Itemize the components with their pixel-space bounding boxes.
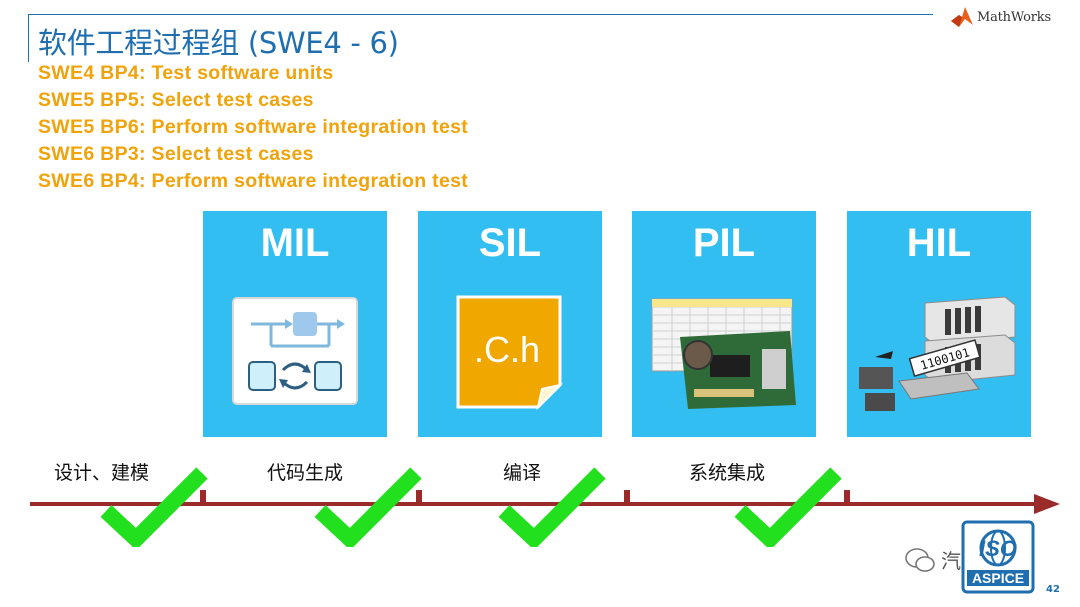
stage-label: SIL [478, 221, 542, 265]
hil-test-rack-icon: 1100101 [859, 296, 1016, 411]
check-mark-icon [498, 467, 606, 547]
timeline-arrow [30, 490, 1060, 514]
header-rule [28, 14, 933, 15]
wechat-icon [905, 547, 935, 572]
logo-text: MathWorks [977, 9, 1051, 25]
stage-pil-card: PIL [632, 211, 816, 437]
stage-mil-card: MIL [203, 211, 387, 437]
phase-label-compile: 编译 [503, 462, 542, 484]
check-mark-icon [100, 467, 208, 547]
iso-aspice-badge: ISO ASPICE [961, 520, 1035, 594]
mathworks-logo: MathWorks [951, 6, 1051, 28]
base-practice-list: SWE4 BP4: Test software units SWE5 BP5: … [38, 60, 468, 195]
slide-title: 软件工程过程组 (SWE4 - 6) [38, 26, 399, 60]
processor-board-icon [651, 298, 796, 409]
check-mark-icon [314, 467, 422, 547]
model-block-diagram-icon [232, 297, 358, 405]
phase-label-integration: 系统集成 [689, 462, 766, 484]
membrane-logo-icon [951, 7, 973, 27]
header-left-rule [28, 14, 29, 62]
base-practice-item: SWE4 BP4: Test software units [38, 62, 334, 84]
stage-hil-card: HIL 1100101 [847, 211, 1031, 437]
base-practice-item: SWE6 BP3: Select test cases [38, 143, 314, 165]
base-practice-item: SWE5 BP5: Select test cases [38, 89, 314, 111]
phase-label-design: 设计、建模 [54, 462, 150, 484]
badge-top-text: ISO [979, 536, 1017, 561]
check-mark-icon [734, 467, 842, 547]
file-type-text: .C.h [474, 329, 540, 370]
c-source-file-icon: .C.h [456, 295, 564, 411]
stage-label: PIL [692, 221, 756, 265]
badge-bottom-text: ASPICE [972, 570, 1024, 586]
phase-label-codegen: 代码生成 [267, 462, 344, 484]
base-practice-item: SWE5 BP6: Perform software integration t… [38, 116, 469, 138]
base-practice-item: SWE6 BP4: Perform software integration t… [38, 170, 469, 192]
page-number: 42 [1046, 584, 1060, 595]
stage-label: MIL [260, 221, 330, 265]
stage-sil-card: SIL .C.h [418, 211, 602, 437]
stage-label: HIL [906, 221, 972, 265]
